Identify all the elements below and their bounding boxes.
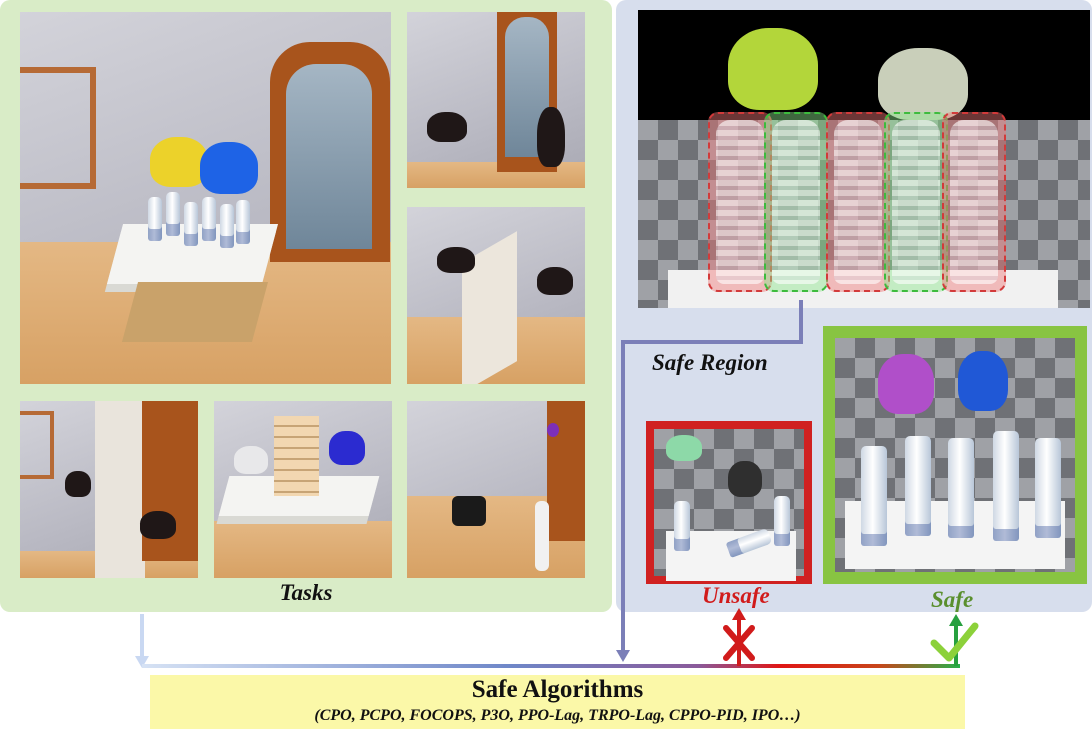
task-scene-block-tower [214, 401, 392, 578]
green-hand [728, 28, 818, 110]
blue-hand-safe [958, 351, 1008, 411]
unsafe-label: Unsafe [702, 583, 770, 608]
check-icon [930, 622, 979, 662]
safe-example-image [823, 326, 1087, 584]
safe-algorithms-list: (CPO, PCPO, FOCOPS, P3O, PPO-Lag, TRPO-L… [314, 707, 801, 724]
task-scene-bottle-handover [20, 12, 391, 384]
gray-hand [878, 48, 968, 120]
bottle [716, 120, 764, 284]
safe-algorithms-box: Safe Algorithms (CPO, PCPO, FOCOPS, P3O,… [150, 675, 965, 729]
safe-arrowhead [949, 614, 963, 626]
bottle [772, 120, 820, 284]
safe-region-arrowhead [616, 650, 630, 662]
yellow-hand [150, 137, 208, 187]
tasks-arrowhead [135, 656, 149, 668]
task-scene-wall-handover [407, 207, 585, 384]
bottle [892, 120, 940, 284]
region-box-safe [764, 112, 828, 292]
region-box-safe [884, 112, 948, 292]
tasks-panel: Tasks [0, 0, 612, 612]
region-box-unsafe [826, 112, 890, 292]
blue-hand [200, 142, 258, 194]
task-scene-chair-pen [407, 401, 585, 578]
safe-algorithms-title: Safe Algorithms [471, 676, 644, 703]
safe-label: Safe [931, 587, 974, 612]
task-scene-door-handle [20, 401, 198, 578]
purple-hand [878, 354, 934, 414]
region-box-unsafe [708, 112, 772, 292]
cross-icon [723, 625, 755, 661]
safe-region-label: Safe Region [652, 350, 768, 375]
safe-region-connector [621, 300, 803, 652]
safe-region-panel: Safe Region Unsafe Safe [616, 0, 1092, 612]
unsafe-example-image [646, 421, 812, 584]
bottle [950, 120, 998, 284]
window [20, 67, 96, 189]
bottle [834, 120, 882, 284]
tasks-label: Tasks [279, 580, 333, 605]
region-box-unsafe [942, 112, 1006, 292]
task-scene-door [407, 12, 585, 188]
unsafe-arrowhead [732, 608, 746, 620]
